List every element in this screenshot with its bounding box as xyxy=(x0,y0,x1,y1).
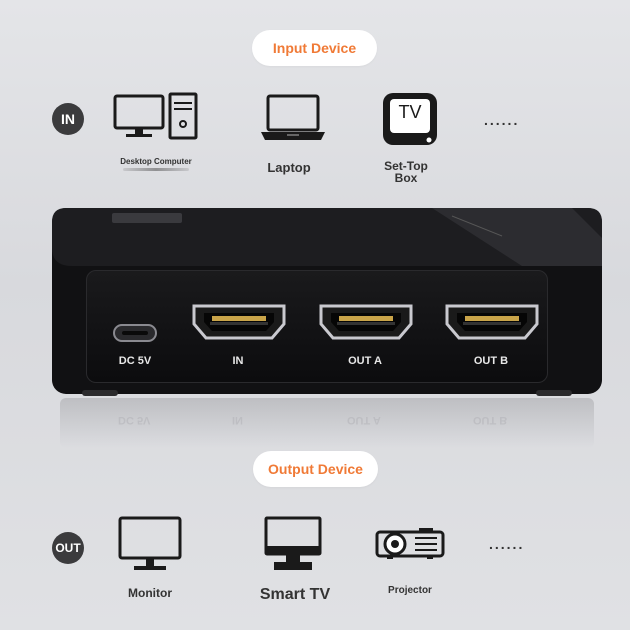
in-badge: IN xyxy=(52,103,84,135)
desktop-computer-label: Desktop Computer xyxy=(120,157,192,166)
laptop-icon xyxy=(261,94,325,140)
more-output-devices: ...... xyxy=(489,536,525,552)
reflection-label-in: IN xyxy=(232,414,243,426)
output-device-title: Output Device xyxy=(253,451,378,487)
desktop-label-shadow xyxy=(123,168,189,171)
smart-tv-icon xyxy=(264,516,322,570)
reflection-label-dc5v: DC 5V xyxy=(118,414,151,426)
device-reflection xyxy=(60,398,594,448)
monitor-label: Monitor xyxy=(128,586,172,600)
smart-tv-label: Smart TV xyxy=(259,586,331,603)
hdmi-port-out-a-icon xyxy=(319,304,413,340)
port-label-in: IN xyxy=(232,355,244,367)
hdmi-port-out-b-icon xyxy=(445,304,539,340)
port-label-dc5v: DC 5V xyxy=(118,355,152,367)
input-device-title: Input Device xyxy=(252,30,377,66)
set-top-box-label: Set-Top Box xyxy=(384,159,428,185)
port-label-out-b: OUT B xyxy=(473,355,509,367)
reflection-label-out-a: OUT A xyxy=(347,414,381,426)
set-top-box-icon xyxy=(383,93,437,145)
monitor-icon xyxy=(118,516,182,570)
projector-label: Projector xyxy=(388,585,432,596)
projector-icon xyxy=(375,528,445,559)
more-input-devices: ...... xyxy=(484,112,520,128)
laptop-label: Laptop xyxy=(267,160,311,175)
device-foot-right xyxy=(536,390,572,396)
desktop-computer-icon xyxy=(113,92,198,140)
hdmi-port-in-icon xyxy=(192,304,286,340)
device-foot-left xyxy=(82,390,118,396)
set-top-box-screen-text: TV xyxy=(398,102,422,122)
usb-c-port-icon xyxy=(113,324,157,342)
out-badge: OUT xyxy=(52,532,84,564)
device-top-facets xyxy=(52,208,602,266)
port-label-out-a: OUT A xyxy=(348,355,382,367)
reflection-label-out-b: OUT B xyxy=(473,414,508,426)
